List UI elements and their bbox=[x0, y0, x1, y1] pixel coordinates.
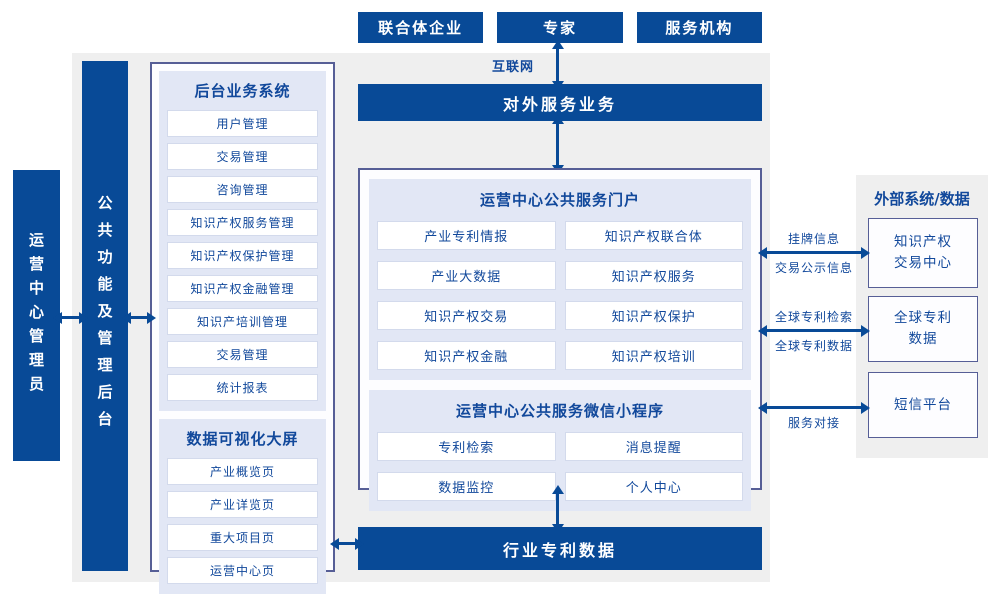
portal-item: 知识产权金融 bbox=[377, 341, 556, 370]
link-label-global-data: 全球专利数据 bbox=[774, 339, 853, 353]
portal-item: 知识产权交易 bbox=[377, 301, 556, 330]
dashboard-list: 产业概览页产业详览页重大项目页运营中心页 bbox=[167, 458, 318, 584]
operation-admin-bar: 运营中心管理员 bbox=[13, 170, 60, 461]
backend-item: 知识产培训管理 bbox=[167, 308, 318, 335]
portal-item: 知识产权联合体 bbox=[564, 221, 743, 250]
backend-item: 咨询管理 bbox=[167, 176, 318, 203]
dashboard-panel: 数据可视化大屏 产业概览页产业详览页重大项目页运营中心页 bbox=[159, 419, 326, 594]
portal-section: 运营中心公共服务门户 产业专利情报知识产权联合体产业大数据知识产权服务知识产权交… bbox=[369, 179, 751, 380]
backend-system-panel: 后台业务系统 用户管理交易管理咨询管理知识产权服务管理知识产权保护管理知识产权金… bbox=[159, 71, 326, 411]
backend-system-title: 后台业务系统 bbox=[194, 82, 291, 100]
portal-item: 知识产权服务 bbox=[564, 261, 743, 290]
arrow-internet bbox=[551, 40, 564, 90]
backend-item: 知识产权服务管理 bbox=[167, 209, 318, 236]
dashboard-item: 产业概览页 bbox=[167, 458, 318, 485]
miniprogram-item: 数据监控 bbox=[377, 472, 556, 501]
backend-system-list: 用户管理交易管理咨询管理知识产权服务管理知识产权保护管理知识产权金融管理知识产培… bbox=[167, 110, 318, 401]
external-box-sms: 短信平台 bbox=[868, 372, 978, 438]
actor-box: 联合体企业 bbox=[358, 12, 484, 43]
arrow-admin-to-backend bbox=[53, 311, 88, 324]
dashboard-item: 重大项目页 bbox=[167, 524, 318, 551]
internet-label: 互联网 bbox=[492, 60, 535, 75]
portal-item: 产业专利情报 bbox=[377, 221, 556, 250]
arrow-portal-to-industry bbox=[551, 485, 564, 533]
portal-grid: 产业专利情报知识产权联合体产业大数据知识产权服务知识产权交易知识产权保护知识产权… bbox=[377, 221, 743, 370]
backend-item: 用户管理 bbox=[167, 110, 318, 137]
public-service-container: 运营中心公共服务门户 产业专利情报知识产权联合体产业大数据知识产权服务知识产权交… bbox=[358, 168, 762, 511]
backend-item: 交易管理 bbox=[167, 143, 318, 170]
miniprogram-item: 专利检索 bbox=[377, 432, 556, 461]
arrow-backend-to-container bbox=[122, 311, 156, 324]
arrow-external-to-portal bbox=[551, 115, 564, 174]
external-systems-title: 外部系统/数据 bbox=[874, 190, 970, 208]
arrow-portal-to-global-patent bbox=[758, 324, 870, 337]
top-actor-row: 联合体企业专家服务机构 bbox=[358, 12, 762, 43]
external-box-ip-exchange: 知识产权 交易中心 bbox=[868, 218, 978, 288]
dashboard-item: 运营中心页 bbox=[167, 557, 318, 584]
link-label-global-search: 全球专利检索 bbox=[774, 310, 853, 324]
actor-box: 专家 bbox=[497, 12, 623, 43]
portal-item: 产业大数据 bbox=[377, 261, 556, 290]
backend-item: 知识产权保护管理 bbox=[167, 242, 318, 269]
link-label-service-connect: 服务对接 bbox=[787, 416, 840, 430]
actor-box: 服务机构 bbox=[636, 12, 762, 43]
backend-item: 统计报表 bbox=[167, 374, 318, 401]
arrow-portal-to-sms bbox=[758, 401, 870, 414]
link-label-trade-publicity: 交易公示信息 bbox=[774, 261, 853, 275]
dashboard-title: 数据可视化大屏 bbox=[186, 430, 299, 448]
arrow-dashboard-to-industry bbox=[330, 537, 364, 550]
external-service-bar: 对外服务业务 bbox=[358, 84, 762, 121]
portal-title: 运营中心公共服务门户 bbox=[479, 191, 640, 209]
portal-item: 知识产权培训 bbox=[564, 341, 743, 370]
miniprogram-item: 个人中心 bbox=[564, 472, 743, 501]
link-label-listing-info: 挂牌信息 bbox=[787, 232, 840, 246]
common-function-bar: 公共功能及管理后台 bbox=[82, 61, 128, 571]
dashboard-item: 产业详览页 bbox=[167, 491, 318, 518]
industry-patent-bar: 行业专利数据 bbox=[358, 527, 762, 570]
arrow-portal-to-ip-exchange bbox=[758, 246, 870, 259]
miniprogram-item: 消息提醒 bbox=[564, 432, 743, 461]
portal-item: 知识产权保护 bbox=[564, 301, 743, 330]
miniprogram-grid: 专利检索消息提醒数据监控个人中心 bbox=[377, 432, 743, 501]
external-box-global-patent: 全球专利 数据 bbox=[868, 296, 978, 362]
miniprogram-title: 运营中心公共服务微信小程序 bbox=[455, 402, 664, 420]
backend-item: 知识产权金融管理 bbox=[167, 275, 318, 302]
backend-item: 交易管理 bbox=[167, 341, 318, 368]
backend-container: 后台业务系统 用户管理交易管理咨询管理知识产权服务管理知识产权保护管理知识产权金… bbox=[150, 62, 335, 594]
